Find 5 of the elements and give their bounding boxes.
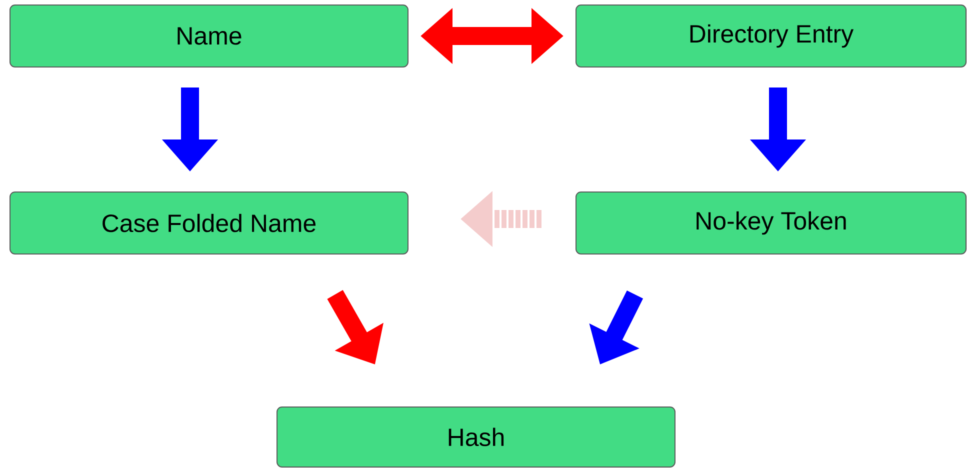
process-box: Hash [276, 406, 676, 468]
process-box: Directory Entry [576, 4, 966, 68]
process-box: Case Folded Name [10, 192, 408, 254]
process-box: No-key Token [576, 192, 966, 254]
process-box: Name [10, 4, 408, 68]
